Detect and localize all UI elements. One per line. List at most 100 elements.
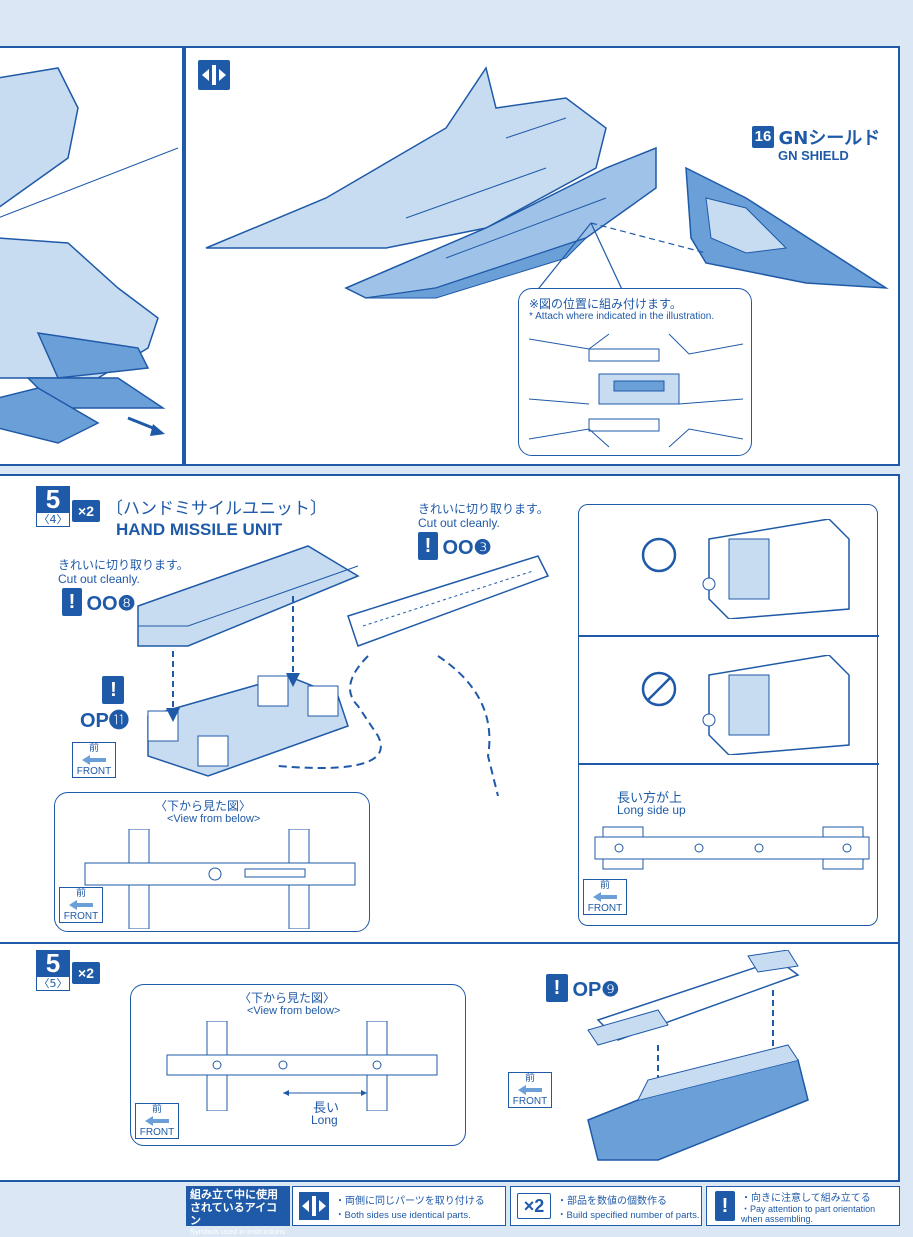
front-indicator: 前 FRONT	[508, 1072, 552, 1108]
gundam-wing-illustration	[0, 67, 179, 444]
front-indicator: 前 FRONT	[59, 887, 103, 923]
front-en: FRONT	[512, 1096, 548, 1107]
hand-missile-title-jp: 〔ハンドミサイルユニット〕	[106, 499, 327, 519]
legend-both-jp: ・両側に同じパーツを取り付ける	[335, 1195, 485, 1207]
below-view-en: <View from below>	[247, 1005, 341, 1017]
op-part-code: OP⓫	[80, 710, 129, 732]
gn-sword-body-illustration	[205, 66, 889, 299]
legend-both-en: ・Both sides use identical parts.	[335, 1209, 471, 1221]
legend-title-en: Symbols used in instructions	[190, 1227, 286, 1236]
below-view-jp: 〈下から見た図〉	[239, 991, 336, 1005]
front-en: FRONT	[76, 766, 112, 777]
long-side-up-en: Long side up	[617, 803, 686, 817]
divider	[579, 763, 879, 765]
cut-right-jp: きれいに切り取ります。	[418, 502, 549, 516]
arrow-left-icon	[145, 1116, 169, 1126]
below-view-jp: 〈下から見た図〉	[155, 799, 252, 813]
step-number: 5	[45, 484, 61, 514]
arrow-left-icon	[69, 900, 93, 910]
below-view-callout: 〈下から見た図〉 <View from below> 長い Long 前	[130, 984, 466, 1146]
legend-title-jp: 組み立て中に使用されているアイコン	[190, 1188, 278, 1227]
long-jp: 長い	[313, 1101, 340, 1116]
front-indicator: 前 FRONT	[135, 1103, 179, 1139]
attach-detail-callout: ※図の位置に組み付けます。 * Attach where indicated i…	[518, 288, 752, 456]
front-jp: 前	[76, 888, 86, 899]
legend-caution: ! ・向きに注意して組み立てる ・Pay attention to part o…	[706, 1186, 900, 1226]
legend-mult-jp: ・部品を数値の個数作る	[557, 1195, 667, 1207]
step-5-4-panel: 5 〈4〉 ×2 〔ハンドミサイルユニット〕 HAND MISSILE UNIT…	[0, 474, 900, 944]
shield-title-jp: GNシールド	[778, 128, 881, 149]
below-view-en: <View from below>	[167, 813, 261, 825]
part-right-label: ! OO❸	[418, 532, 492, 560]
divider	[579, 635, 879, 637]
cut-right-en: Cut out cleanly.	[418, 516, 500, 530]
op-part-code: OP❾	[572, 978, 620, 1001]
caution-icon: !	[546, 974, 568, 1002]
long-side-up-jp: 長い方が上	[617, 791, 683, 806]
step-5-5-assembly-illustration	[587, 950, 809, 1161]
front-en: FRONT	[63, 911, 99, 922]
mirror-icon	[299, 1192, 329, 1220]
front-jp: 前	[600, 880, 610, 891]
part-number-badge: 16	[752, 125, 774, 148]
front-en: FRONT	[587, 903, 623, 914]
below-view-callout: 〈下から見た図〉 <View from below> 前 FRONT	[54, 792, 370, 932]
wrong-orientation-illustration	[702, 655, 850, 755]
shield-panel: 16 GNシールド GN SHIELD ※図の位置に組み付けます。 * Atta…	[184, 46, 900, 466]
front-indicator: 前 FRONT	[72, 742, 116, 778]
arrow-left-icon	[82, 755, 106, 765]
step-sub-number: 〈5〉	[36, 976, 70, 991]
front-indicator: 前 FRONT	[583, 879, 627, 915]
step-5-5-panel: 5 〈5〉 ×2 〈下から見た図〉 <View from below> 長い L…	[0, 942, 900, 1182]
arrow-left-icon	[593, 892, 617, 902]
legend-title-box: 組み立て中に使用されているアイコン Symbols used in instru…	[186, 1186, 290, 1236]
caution-icon: !	[715, 1191, 735, 1221]
op-part-label: ! OP❾	[546, 974, 619, 1002]
arrow-left-icon	[518, 1085, 542, 1095]
below-view-illustration	[166, 1021, 438, 1111]
step-badge: 5 〈5〉	[36, 948, 70, 991]
step-number: 5	[45, 948, 61, 978]
below-view-illustration	[84, 829, 356, 929]
front-en: FRONT	[139, 1127, 175, 1138]
front-jp: 前	[89, 743, 99, 754]
orientation-callout: 長い方が上 Long side up 前 FRONT	[578, 504, 879, 926]
legend-both-sides: ・両側に同じパーツを取り付ける ・Both sides use identica…	[292, 1186, 506, 1226]
top-left-panel	[0, 46, 184, 466]
cut-left-jp: きれいに切り取ります。	[58, 558, 189, 572]
caution-icon: !	[102, 676, 125, 704]
hand-missile-assembly-illustration	[137, 545, 550, 796]
legend-caution-jp: ・向きに注意して組み立てる	[741, 1192, 871, 1204]
legend-multiplier: ×2 ・部品を数値の個数作る ・Build specified number o…	[510, 1186, 702, 1226]
multiplier-badge: ×2	[72, 500, 100, 522]
step-badge: 5 〈4〉	[36, 484, 70, 527]
shield-title-en: GN SHIELD	[778, 148, 849, 163]
prohibited-icon	[641, 671, 677, 707]
multiplier-badge: ×2	[72, 962, 100, 984]
mirror-icon	[198, 60, 230, 90]
multiplier-label: ×2	[523, 1195, 545, 1216]
hand-missile-title-en: HAND MISSILE UNIT	[116, 520, 283, 539]
attach-detail-illustration	[529, 333, 743, 448]
long-en: Long	[311, 1113, 338, 1127]
attach-note-en: * Attach where indicated in the illustra…	[529, 311, 715, 322]
attach-note-jp: ※図の位置に組み付けます。	[529, 297, 682, 311]
multiplier-icon: ×2	[517, 1193, 551, 1219]
cut-left-en: Cut out cleanly.	[58, 572, 140, 586]
legend-mult-en: ・Build specified number of parts.	[557, 1209, 700, 1221]
op-part-label: ! OP⓫	[80, 676, 129, 733]
part-left-code: OO❽	[86, 592, 136, 615]
shield-label: 16 GNシールド GN SHIELD	[752, 124, 880, 163]
front-jp: 前	[152, 1104, 162, 1115]
part-right-code: OO❸	[442, 536, 492, 559]
legend-caution-en: ・Pay attention to part orientation when …	[741, 1203, 876, 1224]
correct-orientation-illustration	[702, 519, 850, 619]
long-side-up-illustration	[594, 826, 870, 870]
front-jp: 前	[525, 1073, 535, 1084]
correct-circle-icon	[641, 537, 677, 573]
caution-icon: !	[418, 532, 438, 560]
step-sub-number: 〈4〉	[36, 512, 70, 527]
caution-icon: !	[62, 588, 82, 616]
part-left-label: ! OO❽	[62, 588, 136, 616]
